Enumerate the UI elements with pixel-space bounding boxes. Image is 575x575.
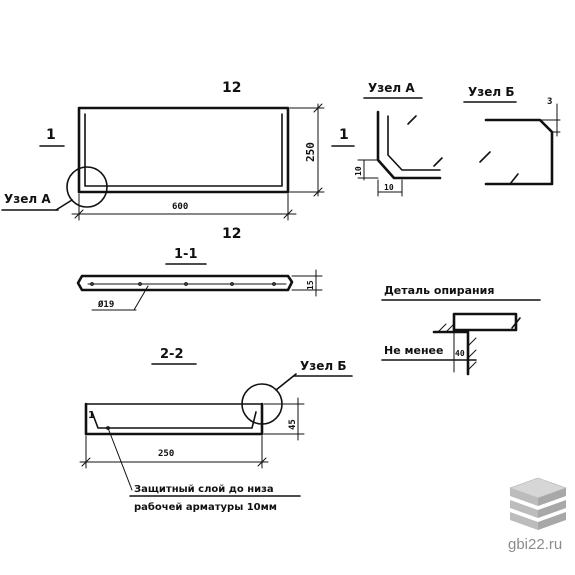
height-dim-tick-top <box>313 103 323 113</box>
node-b-dim-text: 3 <box>547 97 552 107</box>
section-2-2: 2-2 1 250 45 Узел Б Защитный слой до <box>79 347 353 513</box>
node-b-callout-circle <box>241 383 283 425</box>
cover-note-line1: Защитный слой до низа <box>134 484 274 495</box>
plan-view: 12 1 1 250 600 12 Узел А <box>1 80 355 242</box>
node-b-detail: Узел Б 3 <box>463 85 561 186</box>
cover-note-leader <box>107 427 133 491</box>
node-b-callout-text: Узел Б <box>300 359 346 373</box>
section-11-rebar-dot <box>90 282 94 286</box>
section-11-rebar-text: Ø19 <box>97 299 114 310</box>
node-a-outer-outline <box>376 110 442 180</box>
section-11-rebar-dot <box>184 282 188 286</box>
support-hatch <box>467 337 477 347</box>
support-hatch <box>467 361 477 371</box>
plan-inner-line <box>84 113 283 187</box>
section-11-rebar-dot <box>272 282 276 286</box>
support-hatch <box>467 349 477 359</box>
section-22-width-tick-left <box>81 457 91 467</box>
support-note-text: Не менее <box>384 344 443 357</box>
width-dim-tick-right <box>283 209 293 219</box>
height-dim-tick-bottom <box>313 187 323 197</box>
section-right-mark: 1 <box>339 127 349 143</box>
watermark-logo-icon <box>508 477 568 530</box>
section-22-width-text: 250 <box>158 449 174 459</box>
plan-outer-rect <box>77 106 290 194</box>
section-22-height-text: 45 <box>288 419 298 430</box>
node-b-break-mark-1 <box>479 151 491 163</box>
support-slab <box>452 312 518 332</box>
section-11-thickness-text: 15 <box>306 280 315 290</box>
node-a-dim1-text: 10 <box>354 166 363 176</box>
node-a-break-mark-1 <box>407 115 417 125</box>
section-left-mark: 1 <box>46 127 56 143</box>
section-22-profile <box>84 402 264 436</box>
section-11-rebar-dot <box>230 282 234 286</box>
width-dim-text: 600 <box>172 202 188 212</box>
node-b-outline <box>484 118 554 186</box>
section-22-rebar <box>91 411 257 429</box>
node-a-callout-circle <box>66 166 108 208</box>
support-title: Деталь опирания <box>384 284 494 297</box>
node-b-leader <box>275 373 297 391</box>
node-b-break-mark-2 <box>509 173 519 185</box>
section-22-width-tick-right <box>257 457 267 467</box>
node-a-detail: Узел А 10 10 <box>354 81 443 197</box>
node-a-break-mark-2 <box>433 157 443 167</box>
section-11-profile <box>76 274 294 292</box>
section-22-left-mark: 1 <box>88 410 95 421</box>
section-22-title: 2-2 <box>160 347 184 362</box>
cover-note-line2: рабочей арматуры 10мм <box>134 501 277 513</box>
node-a-title: Узел А <box>368 81 415 95</box>
width-dim-tick-left <box>74 209 84 219</box>
node-a-leader <box>55 199 73 211</box>
section-11-rebar-dot <box>138 282 142 286</box>
height-dim-text: 250 <box>304 142 317 162</box>
support-hatch <box>437 323 447 333</box>
support-detail: Деталь опирания Не менее 40 <box>381 284 541 376</box>
node-a-inner-outline <box>387 115 441 171</box>
support-hatch <box>445 323 455 333</box>
top-mark: 12 <box>222 80 241 96</box>
node-a-dim2-text: 10 <box>384 183 394 192</box>
bottom-mark: 12 <box>222 226 241 242</box>
section-1-1: 1-1 15 Ø19 <box>76 247 323 311</box>
support-break-mark <box>511 317 521 329</box>
watermark-text: gbi22.ru <box>508 536 563 553</box>
node-b-title: Узел Б <box>468 85 514 99</box>
support-dim-text: 40 <box>455 349 465 358</box>
node-a-callout-text: Узел А <box>4 192 51 206</box>
section-22-rebar-dot <box>106 426 110 430</box>
section-11-title: 1-1 <box>174 247 198 262</box>
section-11-rebar-leader <box>133 285 149 311</box>
